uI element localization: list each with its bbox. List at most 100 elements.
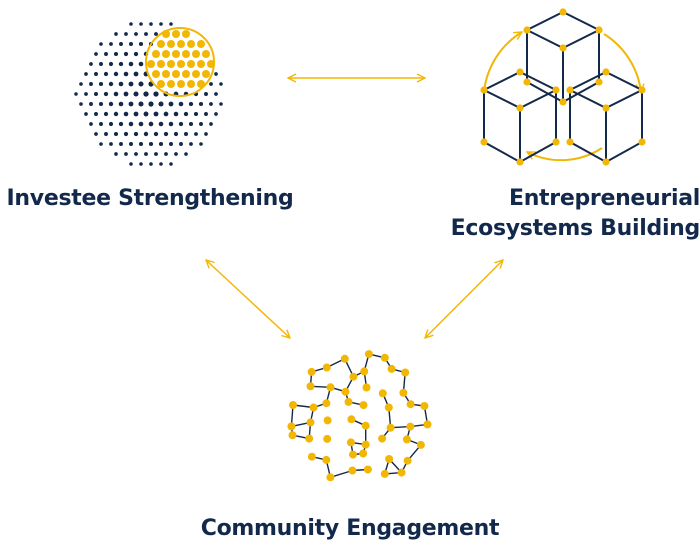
ecosystems-label-line2: Ecosystems Building [450,216,700,241]
sphere-dot [103,91,109,97]
sphere-dot [172,50,180,58]
network-node [420,402,429,410]
sphere-dot [143,91,149,97]
cube-outline [524,10,602,104]
network-node [346,438,355,447]
sphere-dot [169,162,173,166]
network-node [401,368,410,377]
network-node [406,400,415,409]
sphere-dot [149,162,153,166]
sphere-dot [128,141,134,147]
sphere-dot [178,101,184,107]
sphere-dot [179,142,183,146]
network-node [287,422,296,431]
sphere-dot [103,71,109,77]
sphere-dot [199,142,203,146]
sphere-dot [173,111,179,117]
cube-vertex [566,138,574,146]
sphere-dot [108,61,114,67]
sphere-dot [128,121,134,127]
network-node [387,364,396,373]
cube-vertex [559,44,567,52]
sphere-dot [74,92,78,96]
cube-vertex [638,86,646,94]
sphere-dot [128,61,134,67]
sphere-dot [172,30,180,38]
sphere-dot [123,51,129,57]
sphere-dot [202,70,210,78]
sphere-dot [148,121,154,127]
sphere-dot [109,142,113,146]
sphere-dot [84,92,88,96]
sphere-dot [98,101,104,107]
sphere-dot [108,121,114,127]
sphere-dot [118,81,124,87]
sphere-dot [103,111,109,117]
sphere-dot [93,91,99,97]
sphere-dot [99,62,103,66]
network-node [380,469,389,478]
sphere-dot [187,40,195,48]
sphere-dot [164,152,168,156]
sphere-dot [139,162,143,166]
cube-vertex [480,138,488,146]
sphere-dot [169,22,173,26]
network-node [347,415,356,424]
network-node [289,401,297,409]
cube-vertex [595,26,603,34]
network-node [361,421,370,430]
sphere-dot [157,40,165,48]
sphere-dot [182,50,190,58]
network-node [306,418,315,427]
sphere-dot [124,152,128,156]
sphere-dot [149,22,153,26]
network-node [344,397,353,406]
network-node [349,450,357,459]
sphere-dot [133,71,139,77]
sphere-dot [113,51,119,57]
sphere-dot [99,42,103,46]
sphere-dot [197,60,205,68]
sphere-dot [202,50,210,58]
cube-vertex [552,86,560,94]
ecosystems-label-line1: Entrepreneurial [508,186,700,211]
sphere-dot [183,111,189,117]
cube-vertex [559,8,567,16]
sphere-dot [167,40,175,48]
cube-vertex [523,26,531,34]
sphere-dot [144,32,148,36]
sphere-dot [148,101,154,107]
sphere-dot [172,70,180,78]
sphere-dot [113,91,119,97]
sphere-dot [204,112,208,116]
sphere-dot [123,91,129,97]
network-node [359,449,368,458]
sphere-dot [128,41,134,47]
sphere-dot [153,131,159,137]
network-node [341,387,350,396]
sphere-dot [189,142,193,146]
cycle-arrows [483,31,641,162]
ecosystems-building-label: Entrepreneurial Ecosystems Building [400,184,700,244]
network-node [340,354,349,363]
sphere-dot [219,82,223,86]
sphere-dot [198,101,204,107]
sphere-dot [157,60,165,68]
network-nodes [287,350,432,482]
sphere-dot [147,60,155,68]
arrow-ecosystems-community [425,260,503,338]
network-node [326,473,335,482]
sphere-dot [209,82,213,86]
connected-cubes-icon [480,8,646,166]
sphere-dot [129,162,133,166]
sphere-dot [184,152,188,156]
sphere-dot [157,80,165,88]
sphere-dot [154,32,158,36]
sphere-dot [138,81,144,87]
sphere-dot [113,111,119,117]
network-node [378,389,387,398]
cube-vertex [602,68,610,76]
sphere-dot [152,70,160,78]
sphere-dot [158,101,164,107]
network-node [322,399,331,408]
